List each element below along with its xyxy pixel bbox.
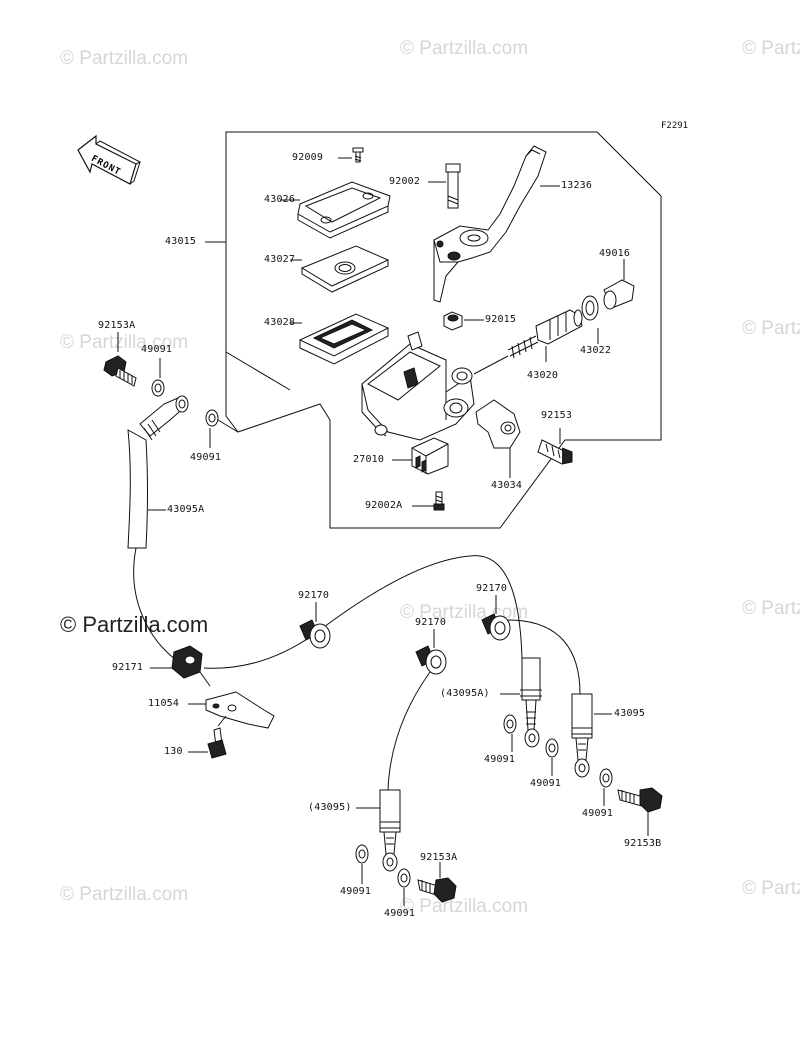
reservoir-cap-43026 <box>297 181 391 239</box>
brake-hose-43095A <box>127 395 189 549</box>
washer-49091 <box>545 738 559 758</box>
screw-92009 <box>352 147 364 163</box>
part-label: 92153B <box>624 838 662 849</box>
diaphragm-43028 <box>298 313 390 365</box>
watermark: © Partzilla.com <box>60 884 189 905</box>
part-label: 43020 <box>527 370 559 381</box>
part-label: 92171 <box>112 662 144 673</box>
part-label: 92002 <box>389 176 421 187</box>
plate-43027 <box>300 245 390 293</box>
part-label: 49091 <box>190 452 222 463</box>
part-label: 92009 <box>292 152 324 163</box>
watermark: © Partzilla.com <box>400 896 529 917</box>
part-label: 11054 <box>148 698 180 709</box>
part-label: 49091 <box>582 808 614 819</box>
part-label: 43022 <box>580 345 612 356</box>
washer-49091 <box>503 714 517 734</box>
part-label: 13236 <box>561 180 593 191</box>
grommet-92170 <box>299 619 331 649</box>
part-label: 43026 <box>264 194 296 205</box>
part-label: 92002A <box>365 500 403 511</box>
part-label: 49091 <box>340 886 372 897</box>
watermark: © Partzilla.com <box>742 598 800 619</box>
part-label: 43034 <box>491 480 523 491</box>
part-label: 92170 <box>415 617 447 628</box>
part-label: 27010 <box>353 454 385 465</box>
part-label: (43095A) <box>440 688 490 699</box>
watermark: © Partzilla.com <box>742 318 800 339</box>
watermark: © Partzilla.com <box>742 38 800 59</box>
part-label: 43027 <box>264 254 296 265</box>
dust-boot-49016 <box>603 279 635 310</box>
part-label: 92153A <box>420 852 458 863</box>
part-label: 92170 <box>476 583 508 594</box>
banjo-bolt-92153A-bottom <box>417 877 457 903</box>
banjo-bolt-92153A-top <box>103 355 137 387</box>
circlip-43022 <box>581 295 599 321</box>
washer-49091 <box>599 768 613 788</box>
front-arrow-icon <box>77 134 142 185</box>
washer-49091 <box>355 844 369 864</box>
figure-code: F2291 <box>661 121 689 131</box>
master-cylinder-body-43015 <box>361 331 475 441</box>
grommet-92170 <box>481 613 511 641</box>
part-label: 49091 <box>484 754 516 765</box>
part-label: 49091 <box>384 908 416 919</box>
bolt-130 <box>207 727 227 759</box>
joint-92171 <box>171 645 211 687</box>
part-label: 49091 <box>141 344 173 355</box>
part-label: 49016 <box>599 248 631 259</box>
washer-49091 <box>205 409 219 427</box>
bolt-92153 <box>537 439 573 465</box>
pivot-bolt-92002 <box>445 163 461 209</box>
part-label: (43095) <box>308 802 352 813</box>
part-label: 43095 <box>614 708 646 719</box>
washer-49091 <box>397 868 411 888</box>
brake-lever-13236 <box>433 145 547 303</box>
part-label: 43028 <box>264 317 296 328</box>
brake-hose-43095A-right <box>520 657 542 748</box>
part-label: 43015 <box>165 236 197 247</box>
nut-92015 <box>443 311 463 331</box>
main-watermark: © Partzilla.com <box>60 612 209 637</box>
banjo-bolt-92153B <box>617 787 663 813</box>
brake-switch-27010 <box>411 437 449 475</box>
washer-49091 <box>151 379 165 397</box>
part-label: 130 <box>164 746 183 757</box>
watermark: © Partzilla.com <box>60 48 189 69</box>
watermark: © Partzilla.com <box>400 38 529 59</box>
grommet-92170 <box>415 645 447 675</box>
part-label: 92153 <box>541 410 573 421</box>
piston-kit-43020 <box>507 309 583 359</box>
watermark: © Partzilla.com <box>742 878 800 899</box>
screw-92002A <box>433 491 445 511</box>
bracket-11054 <box>205 691 275 729</box>
part-label: 49091 <box>530 778 562 789</box>
part-label: 43095A <box>167 504 205 515</box>
watermark: © Partzilla.com <box>60 332 189 353</box>
brake-hose-43095 <box>571 693 593 778</box>
part-label: 92015 <box>485 314 517 325</box>
part-label: 92170 <box>298 590 330 601</box>
group-outline <box>225 131 662 529</box>
part-label: 92153A <box>98 320 136 331</box>
clamp-43034 <box>475 399 521 449</box>
brake-hose-43095-bottom <box>379 789 401 872</box>
